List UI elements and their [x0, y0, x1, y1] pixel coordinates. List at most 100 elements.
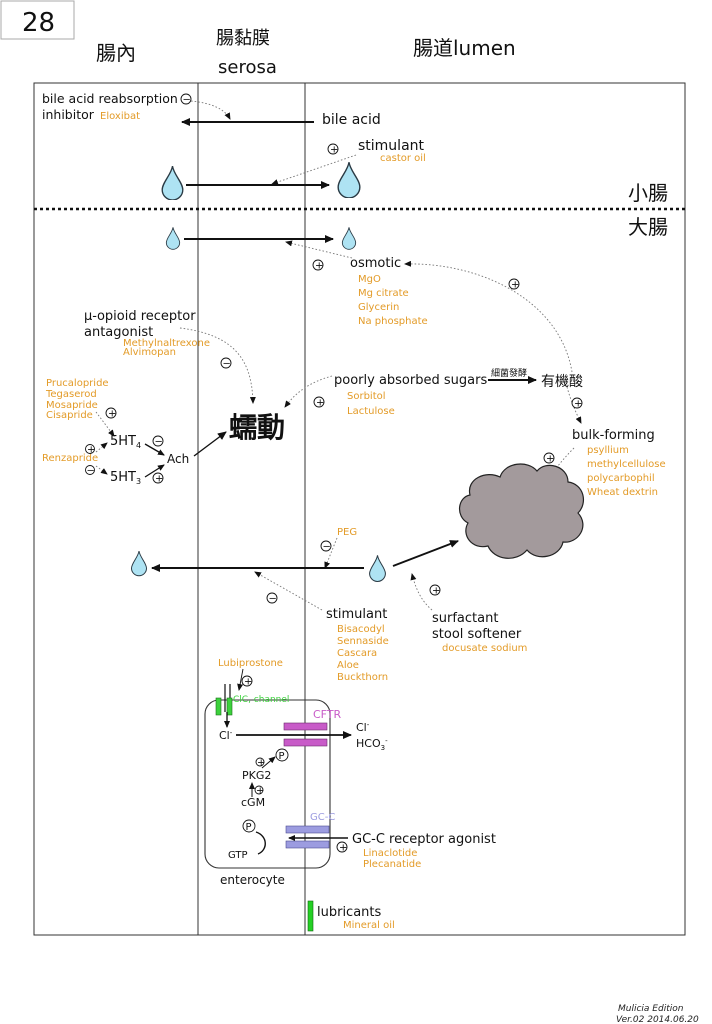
gcc-receptor	[285, 840, 330, 849]
renzapride-plus-sign: +	[85, 444, 95, 456]
sugars-dotted	[284, 375, 333, 408]
edition-label: Mulicia Edition	[618, 1004, 684, 1014]
enterocyte-cell	[204, 699, 331, 869]
cftr-channel	[283, 722, 328, 731]
ht4-agonist-dotted	[95, 411, 115, 437]
stimulant-top-dotted	[271, 154, 357, 185]
cgmp-label: cGM	[241, 796, 265, 809]
osmotic-plus-sign: +	[312, 259, 324, 272]
svg-text:+: +	[339, 843, 347, 854]
ht3-plus-sign: +	[152, 472, 164, 485]
header-serosa: serosa	[218, 57, 277, 78]
svg-text:+: +	[256, 786, 264, 797]
stimulant-bottom-label: stimulant	[326, 607, 387, 622]
sugars-drug: Sorbitol	[347, 391, 386, 402]
docusate-drug: docusate sodium	[442, 643, 527, 654]
water-drop-icon	[161, 165, 184, 200]
svg-text:+: +	[574, 399, 582, 410]
svg-text:+: +	[315, 261, 323, 272]
clc-channel-label: ClC, channel	[233, 695, 289, 705]
gcc-agonist-drug: Plecanatide	[363, 859, 421, 870]
osmotic-drug: Glycerin	[358, 302, 399, 313]
header-mucosa: 腸黏膜	[216, 28, 270, 49]
opioid-label-2: antagonist	[84, 325, 153, 340]
svg-text:−: −	[87, 466, 95, 477]
svg-text:−: −	[269, 594, 277, 605]
ht4-label: 5HT4	[110, 434, 141, 450]
osmotic-dotted	[285, 240, 353, 259]
organic-acid-plus-sign: +	[508, 278, 520, 291]
bulk-drug: polycarbophil	[587, 473, 655, 484]
svg-text:P: P	[246, 822, 252, 833]
bile-inhibitor-label-1: bile acid reabsorption	[42, 91, 178, 106]
osmotic-drug: MgO	[358, 274, 381, 285]
water-drop-icon	[165, 226, 181, 250]
renzapride-drug: Renzapride	[42, 453, 98, 464]
large-intestine-label: 大腸	[628, 215, 668, 239]
sugars-plus-sign: +	[313, 396, 325, 409]
softener-plus-sign: +	[429, 584, 441, 597]
svg-text:−: −	[155, 437, 163, 448]
gcc-agonist-plus-sign: +	[336, 841, 348, 854]
ht4-ach-arrow	[144, 443, 165, 456]
stool-softener-label: stool softener	[432, 627, 522, 642]
ht4-drug: Tegaserod	[45, 389, 97, 400]
bile-acid-label: bile acid	[322, 112, 381, 128]
ht4-minus-sign: −	[152, 435, 164, 448]
lubricant-layer	[307, 900, 314, 932]
water-drop-icon	[369, 554, 386, 583]
diagram-frame	[33, 82, 686, 936]
ht4-drug: Mosapride	[46, 400, 98, 411]
organic-acid-label: 有機酸	[541, 374, 583, 390]
gcc-receptor	[285, 825, 330, 834]
stimulant-top-label: stimulant	[358, 138, 425, 154]
stimulant-bottom-minus-sign: −	[266, 592, 278, 605]
svg-text:+: +	[155, 474, 163, 485]
cl-outside-label: Cl-	[356, 721, 370, 734]
hco3-label: HCO3-	[356, 737, 388, 752]
castor-plus-sign: +	[327, 143, 339, 156]
stool-mass	[459, 463, 585, 559]
page-number: 28	[22, 8, 55, 38]
lubricants-label: lubricants	[317, 905, 382, 920]
ht4-drug: Prucalopride	[46, 378, 109, 389]
cftr-label: CFTR	[313, 708, 342, 721]
pkg2-phosphate-arrow	[261, 756, 276, 769]
stimulant-bottom-drug: Buckthorn	[337, 672, 388, 683]
bulk-drug: Wheat dextrin	[587, 487, 658, 498]
svg-text:+: +	[432, 586, 440, 597]
pkg2-label: PKG2	[242, 769, 271, 782]
stimulant-bottom-dotted	[254, 571, 323, 611]
sugars-label: poorly absorbed sugars	[334, 373, 487, 388]
osmotic-drug: Mg citrate	[358, 288, 409, 299]
gtp-cycle-curve	[255, 831, 266, 855]
opioid-drug: Alvimopan	[123, 347, 176, 358]
cl-inside-label: Cl-	[219, 729, 233, 742]
header-lumen: 腸道lumen	[413, 36, 516, 60]
renzapride-ht3-dotted	[95, 465, 108, 475]
gcc-label: GC-C	[310, 812, 335, 823]
drop-stool-arrow	[392, 540, 459, 567]
clc-channel	[226, 697, 233, 716]
renzapride-ht4-dotted	[95, 442, 108, 453]
peristalsis-label: 蠕動	[229, 411, 285, 444]
bile-inhibitor-minus-sign: −	[180, 93, 192, 106]
mineral-oil-drug: Mineral oil	[343, 920, 395, 931]
opioid-label-1: μ-opioid receptor	[84, 309, 196, 324]
bile-inhibitor-label-2: inhibitor	[42, 107, 95, 122]
pkg2-plus-sign: +	[255, 758, 265, 769]
enterocyte-label: enterocyte	[220, 873, 285, 887]
cgm-plus-sign: +	[254, 786, 264, 797]
ht3-label: 5HT3	[110, 470, 141, 486]
bulk-drug: methylcellulose	[587, 459, 666, 470]
renzapride-minus-sign: −	[85, 465, 95, 477]
svg-text:+: +	[546, 454, 554, 465]
version-label: Ver.02 2014.06.20	[616, 1015, 699, 1024]
water-drop-icon	[130, 550, 148, 577]
stimulant-bottom-drug: Aloe	[337, 660, 359, 671]
cftr-channel	[283, 738, 328, 747]
gcc-agonist-label: GC-C receptor agonist	[352, 832, 496, 847]
castor-oil-drug: castor oil	[380, 153, 426, 164]
svg-text:+: +	[330, 145, 338, 156]
